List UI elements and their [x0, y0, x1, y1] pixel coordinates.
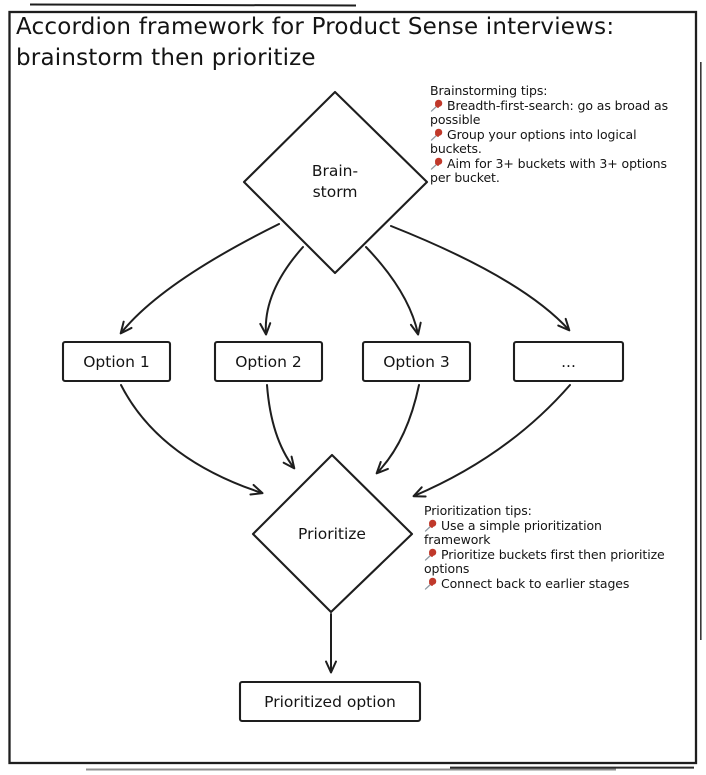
brainstorm-label-line1: Brain- — [311, 162, 359, 180]
frame-border — [8, 3, 702, 771]
prioritize-tip-text: Prioritize buckets first then prioritize… — [424, 546, 665, 576]
prioritize-tip-item: Connect back to earlier stages — [424, 575, 667, 592]
result-box-shape — [238, 680, 422, 723]
brainstorm-label-line2: storm — [312, 183, 358, 201]
option-2-label: Option 2 — [235, 352, 302, 371]
arrow-brainstorm-to-option-3 — [365, 246, 422, 336]
brainstorm-tip-item: Aim for 3+ buckets with 3+ options per b… — [430, 155, 673, 186]
brainstorm-tips-heading: Brainstorming tips: — [430, 83, 548, 98]
brainstorm-tips-block: Brainstorming tips: Breadth-first-search… — [430, 83, 673, 186]
option-3-box-shape — [361, 340, 472, 383]
prioritize-tip-item: Prioritize buckets first then prioritize… — [424, 546, 667, 577]
arrow-brainstorm-to-option-2 — [259, 246, 304, 336]
prioritize-tips-block: Prioritization tips: Use a simple priori… — [424, 503, 667, 592]
prioritize-tip-text: Use a simple prioritization framework — [424, 517, 602, 547]
prioritize-diamond-shape — [251, 453, 414, 614]
brainstorm-node-label: Brain- storm — [275, 150, 395, 214]
pushpin-icon — [424, 548, 437, 561]
arrow-option-1-to-prioritize — [120, 384, 264, 496]
arrow-brainstorm-to-option-4 — [390, 225, 571, 332]
prioritize-node-label: Prioritize — [298, 524, 366, 543]
option-2-box-shape — [213, 340, 324, 383]
frame-overshoot-top — [29, 3, 357, 7]
pushpin-icon — [430, 128, 443, 141]
pushpin-icon — [430, 99, 443, 112]
prioritize-tip-item: Use a simple prioritization framework — [424, 517, 667, 548]
pushpin-icon — [424, 577, 437, 590]
prioritize-tips-heading: Prioritization tips: — [424, 503, 532, 518]
option-4-box-shape — [512, 340, 625, 383]
diagram-title-line1: Accordion framework for Product Sense in… — [16, 14, 615, 40]
option-3-label: Option 3 — [383, 352, 450, 371]
prioritize-tip-text: Connect back to earlier stages — [441, 575, 630, 591]
brainstorm-tip-text: Aim for 3+ buckets with 3+ options per b… — [430, 155, 667, 185]
pushpin-icon — [424, 519, 437, 532]
brainstorm-diamond-shape — [242, 90, 429, 275]
arrow-brainstorm-to-option-1 — [119, 223, 280, 335]
diagram-title-line2: brainstorm then prioritize — [16, 45, 316, 71]
brainstorm-tip-item: Group your options into logical buckets. — [430, 126, 673, 157]
brainstorm-tip-text: Group your options into logical buckets. — [430, 126, 637, 156]
result-node-label: Prioritized option — [264, 692, 396, 711]
option-1-box-shape — [61, 340, 172, 383]
arrow-option-3-to-prioritize — [375, 384, 420, 475]
option-1-label: Option 1 — [83, 352, 150, 371]
diagram-title: Accordion framework for Product Sense in… — [16, 12, 636, 74]
arrow-option-4-to-prioritize — [412, 384, 571, 498]
pushpin-icon — [430, 157, 443, 170]
option-4-label: ... — [561, 352, 576, 371]
arrow-option-2-to-prioritize — [266, 384, 296, 470]
brainstorm-tip-item: Breadth-first-search: go as broad as pos… — [430, 97, 673, 128]
brainstorm-tip-text: Breadth-first-search: go as broad as pos… — [430, 97, 668, 127]
